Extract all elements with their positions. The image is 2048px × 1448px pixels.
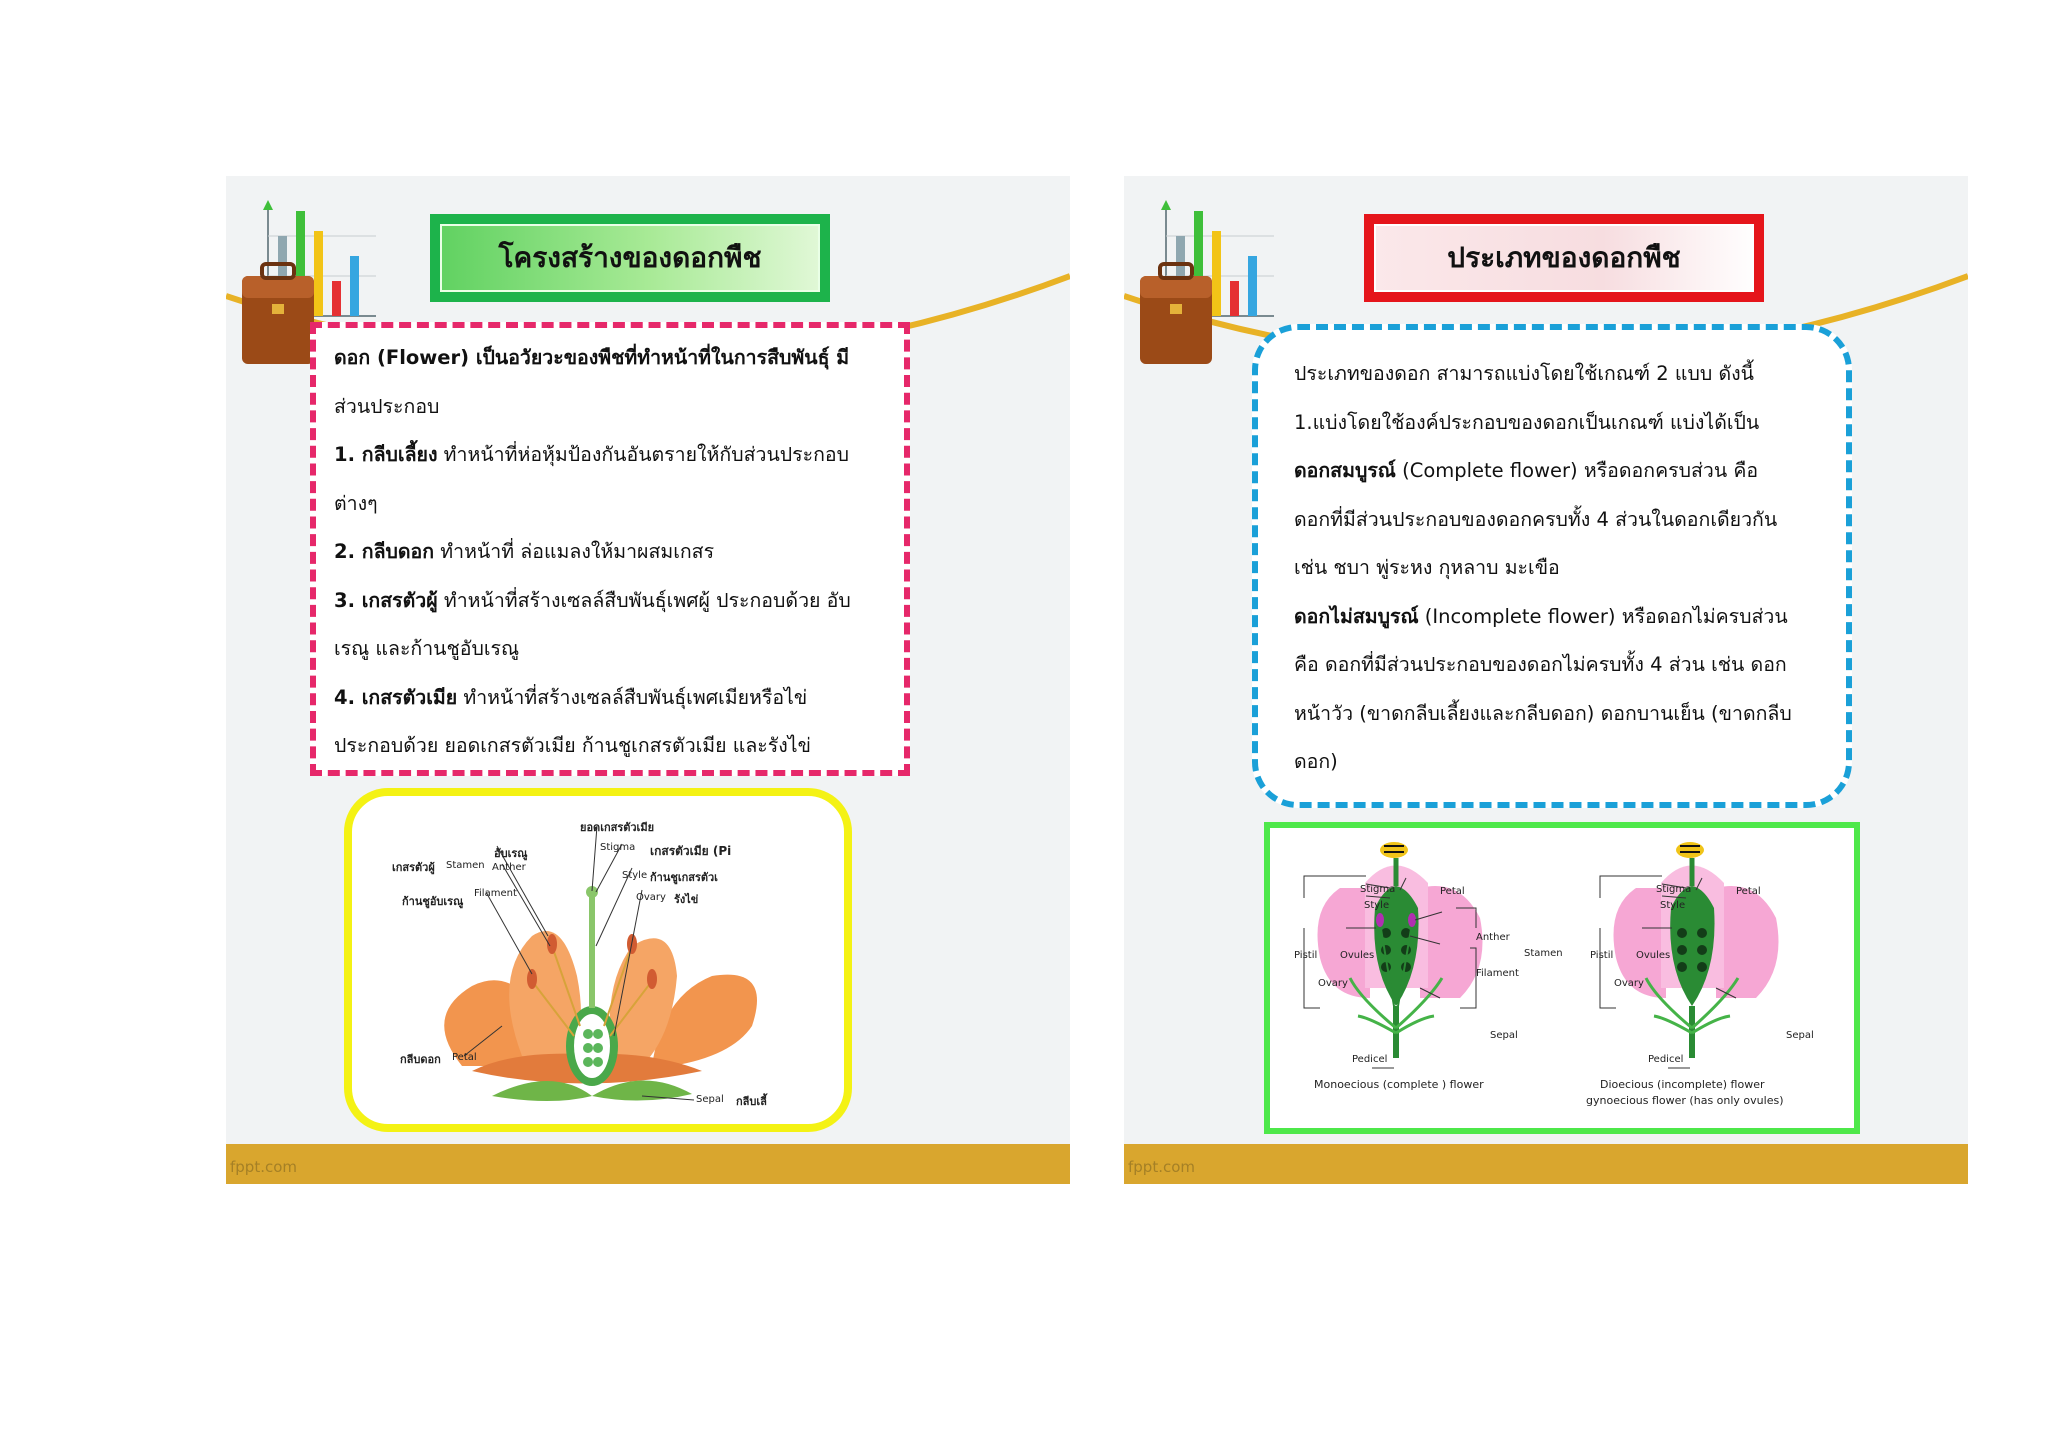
label-stigma-2: Stigma — [1656, 884, 1692, 895]
types-line-2: 1.แบ่งโดยใช้องค์ประกอบของดอกเป็นเกณฑ์ แบ… — [1294, 410, 1760, 434]
label-ovary-th: รังไข่ — [674, 893, 699, 906]
types-line-4: ดอกที่มีส่วนประกอบของดอกครบทั้ง 4 ส่วนใน… — [1294, 507, 1778, 531]
item-sepal-label: 1. กลีบเลี้ยง — [334, 443, 438, 466]
slide-title-box: โครงสร้างของดอกพืช — [430, 214, 830, 302]
label-stamen-en: Stamen — [446, 860, 485, 871]
slide-title-box: ประเภทของดอกพืช — [1364, 214, 1764, 302]
types-line-7: คือ ดอกที่มีส่วนประกอบของดอกไม่ครบทั้ง 4… — [1294, 653, 1787, 676]
intro-line-1: ดอก (Flower) เป็นอวัยวะของพืชที่ทำหน้าที… — [334, 346, 850, 369]
incomplete-flower-line: ดอกไม่สมบูรณ์ (Incomplete flower) หรือดอ… — [1294, 604, 1788, 628]
item-petal: 2. กลีบดอก ทำหน้าที่ ล่อแมลงให้มาผสมเกสร — [334, 540, 715, 563]
item-pistil: 4. เกสรตัวเมีย ทำหน้าที่สร้างเซลล์สืบพัน… — [334, 685, 808, 709]
item-stamen: 3. เกสรตัวผู้ ทำหน้าที่สร้างเซลล์สืบพันธ… — [334, 588, 851, 612]
label-petal: Petal — [1440, 886, 1465, 897]
label-pistil: Pistil — [1294, 950, 1318, 961]
label-pistil-2: Pistil — [1590, 950, 1614, 961]
slide-flower-types: ประเภทของดอกพืช ประเภทของดอก สามารถแบ่งโ… — [1124, 176, 1968, 1184]
label-pistil-th: เกสรตัวเมีย (Pi — [650, 844, 732, 858]
label-petal-en: Petal — [452, 1052, 477, 1063]
label-filament-th: ก้านชูอับเรณู — [402, 895, 464, 908]
caption-dioecious: Dioecious (incomplete) flower — [1600, 1078, 1765, 1091]
label-anther-th: อับเรณู — [494, 847, 528, 860]
label-filament: Filament — [1476, 968, 1519, 979]
footer-brand: fppt.com — [230, 1158, 298, 1176]
label-sepal-2: Sepal — [1786, 1030, 1814, 1041]
label-anther: Anther — [1476, 932, 1510, 943]
item-stamen-label: 3. เกสรตัวผู้ — [334, 588, 438, 612]
label-sepal: Sepal — [1490, 1030, 1518, 1041]
label-style-th: ก้านชูเกสรตัวเ — [650, 871, 718, 884]
briefcase-chart-icon — [1140, 200, 1274, 364]
item-sepal-cont: ต่างๆ — [334, 491, 378, 515]
label-petal-2: Petal — [1736, 886, 1761, 897]
complete-flower-line: ดอกสมบูรณ์ (Complete flower) หรือดอกครบส… — [1294, 459, 1759, 482]
footer-brand: fppt.com — [1128, 1158, 1196, 1176]
label-sepal-en: Sepal — [696, 1094, 724, 1105]
slide-flower-structure: โครงสร้างของดอกพืช ดอก (Flower) เป็นอวัย… — [226, 176, 1070, 1184]
flower-types-textbox: ประเภทของดอก สามารถแบ่งโดยใช้เกณฑ์ 2 แบบ… — [1252, 324, 1852, 808]
label-ovary-en: Ovary — [636, 892, 666, 903]
label-filament-en: Filament — [474, 888, 517, 899]
intro-line-2: ส่วนประกอบ — [334, 394, 440, 418]
lily-flower-diagram — [444, 825, 757, 1101]
label-stigma: Stigma — [1360, 884, 1396, 895]
label-style-en: Style — [622, 870, 648, 881]
slide-footer-bar — [226, 1144, 1070, 1184]
label-stigma-th: ยอดเกสรตัวเมีย — [580, 821, 655, 834]
slide-title: โครงสร้างของดอกพืช — [498, 241, 762, 274]
label-ovary: Ovary — [1318, 978, 1348, 989]
incomplete-flower-label: ดอกไม่สมบูรณ์ — [1294, 604, 1419, 628]
label-style-2: Style — [1660, 900, 1686, 911]
item-petal-label: 2. กลีบดอก — [334, 540, 435, 563]
slide-footer-bar — [1124, 1144, 1968, 1184]
flower-types-diagram-frame: Stigma Style Petal Anther Stamen Pistil … — [1264, 822, 1860, 1134]
label-stigma-en: Stigma — [600, 842, 636, 853]
label-pedicel: Pedicel — [1352, 1054, 1388, 1065]
label-anther-en: Anther — [492, 862, 526, 873]
caption-gynoecious: gynoecious flower (has only ovules) — [1586, 1094, 1784, 1107]
label-pedicel-2: Pedicel — [1648, 1054, 1684, 1065]
briefcase-chart-icon — [242, 200, 376, 364]
flower-diagram-frame: ยอดเกสรตัวเมีย อับเรณู เกสรตัวผู้ Stamen… — [344, 788, 852, 1132]
types-line-1: ประเภทของดอก สามารถแบ่งโดยใช้เกณฑ์ 2 แบบ… — [1294, 362, 1754, 385]
item-pistil-cont: ประกอบด้วย ยอดเกสรตัวเมีย ก้านชูเกสรตัวเ… — [334, 734, 811, 757]
types-line-5: เช่น ชบา พู่ระหง กุหลาบ มะเขือ — [1294, 556, 1560, 579]
label-ovules: Ovules — [1340, 950, 1375, 961]
complete-incomplete-flower-diagram — [1303, 842, 1779, 1069]
label-stamen-th: เกสรตัวผู้ — [392, 861, 435, 874]
label-style: Style — [1364, 900, 1390, 911]
label-ovary-2: Ovary — [1614, 978, 1644, 989]
item-pistil-label: 4. เกสรตัวเมีย — [334, 685, 458, 709]
types-line-8: หน้าวัว (ขาดกลีบเลี้ยงและกลีบดอก) ดอกบาน… — [1294, 701, 1792, 725]
label-stamen: Stamen — [1524, 948, 1563, 959]
item-stamen-cont: เรณู และก้านชูอับเรณู — [334, 637, 520, 660]
item-sepal: 1. กลีบเลี้ยง ทำหน้าที่ห่อหุ้มป้องกันอัน… — [334, 443, 849, 466]
label-ovules-2: Ovules — [1636, 950, 1671, 961]
complete-flower-label: ดอกสมบูรณ์ — [1294, 459, 1396, 482]
slide-title: ประเภทของดอกพืช — [1447, 241, 1681, 274]
label-petal-th: กลีบดอก — [400, 1053, 441, 1066]
types-line-9: ดอก) — [1294, 750, 1338, 773]
caption-monoecious: Monoecious (complete ) flower — [1314, 1078, 1484, 1091]
label-sepal-th: กลีบเลี้ — [736, 1095, 767, 1108]
flower-structure-textbox: ดอก (Flower) เป็นอวัยวะของพืชที่ทำหน้าที… — [310, 322, 910, 776]
